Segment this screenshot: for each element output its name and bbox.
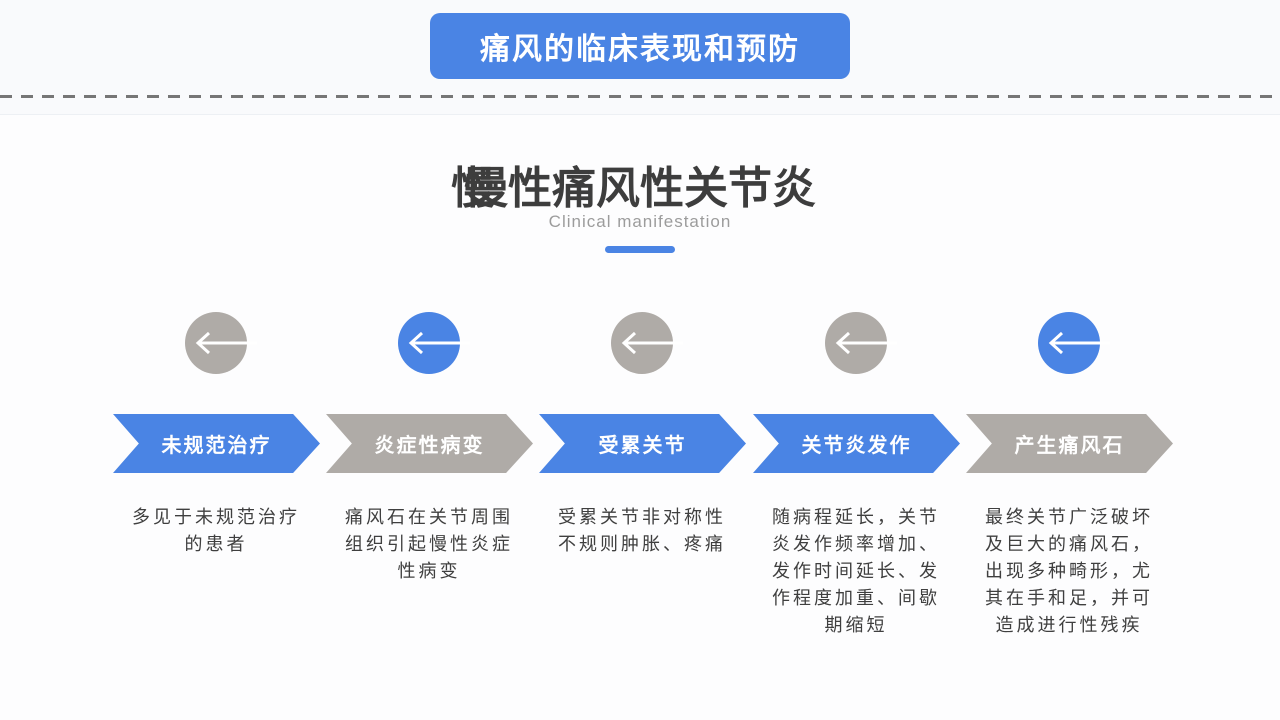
left-arrow-circle-icon (611, 312, 683, 374)
stage-column: 关节炎发作 随病程延长，关节炎发作频率增加、发作时间延长、发作程度加重、间歇期缩… (749, 312, 963, 652)
slide-header-pill: 痛风的临床表现和预防 (430, 13, 850, 79)
stage-banner: 受累关节 (539, 414, 746, 473)
stage-description: 受累关节非对称性不规则肿胀、疼痛 (558, 507, 726, 554)
stage-banner-label: 未规范治疗 (161, 435, 272, 457)
stage-banner-label: 受累关节 (598, 435, 687, 457)
section-subtitle: Clinical manifestation (548, 212, 732, 231)
section-title-ghost: 慢 (451, 164, 495, 213)
stage-description: 痛风石在关节周围组织引起慢性炎症性病变 (345, 507, 513, 581)
stage-banner-label: 关节炎发作 (801, 435, 912, 457)
dashed-divider (0, 95, 1280, 98)
left-arrow-circle-icon (825, 312, 897, 374)
stage-banner-label: 炎症性病变 (374, 435, 485, 457)
left-arrow-circle-icon (185, 312, 257, 374)
stage-banner: 炎症性病变 (326, 414, 533, 473)
stage-column: 产生痛风石 最终关节广泛破坏及巨大的痛风石，出现多种畸形，尤其在手和足，并可造成… (962, 312, 1176, 652)
stage-banner: 未规范治疗 (113, 414, 320, 473)
section-title: 慢慢性痛风性关节炎 (0, 152, 1280, 216)
left-arrow-circle-icon (1038, 312, 1110, 374)
stage-description: 最终关节广泛破坏及巨大的痛风石，出现多种畸形，尤其在手和足，并可造成进行性残疾 (985, 507, 1153, 635)
stage-column: 炎症性病变 痛风石在关节周围组织引起慢性炎症性病变 (322, 312, 536, 652)
title-underline-bar (605, 246, 675, 253)
header-band: 痛风的临床表现和预防 (0, 0, 1280, 115)
stage-description: 多见于未规范治疗的患者 (132, 507, 300, 554)
stage-banner: 产生痛风石 (966, 414, 1173, 473)
left-arrow-circle-icon (398, 312, 470, 374)
stage-column: 受累关节 受累关节非对称性不规则肿胀、疼痛 (535, 312, 749, 652)
stage-description: 随病程延长，关节炎发作频率增加、发作时间延长、发作程度加重、间歇期缩短 (772, 507, 940, 635)
slide-header-title: 痛风的临床表现和预防 (480, 33, 800, 66)
section-title-text: 慢性痛风性关节炎 (464, 164, 816, 213)
stage-banner: 关节炎发作 (753, 414, 960, 473)
stage-banner-label: 产生痛风石 (1014, 435, 1125, 457)
stage-column: 未规范治疗 多见于未规范治疗的患者 (109, 312, 323, 652)
